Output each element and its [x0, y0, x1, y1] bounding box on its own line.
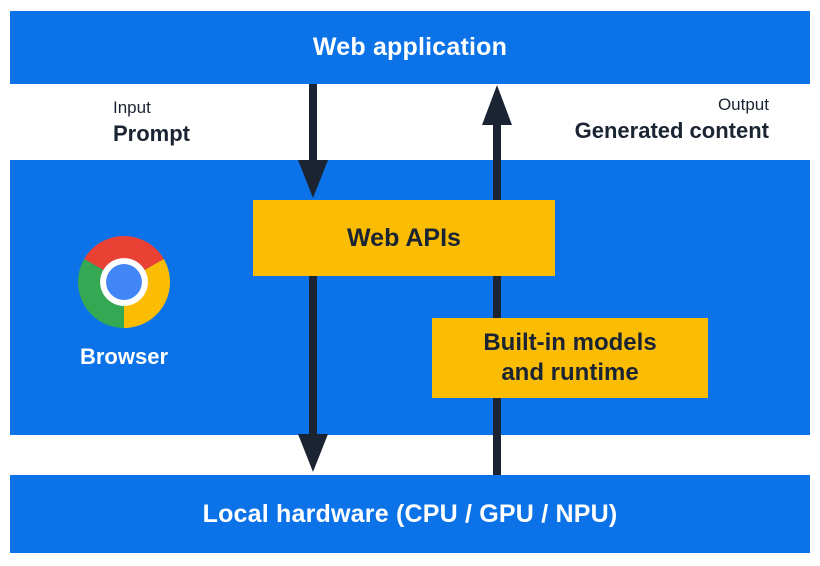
down-arrow-line-top [309, 84, 317, 164]
builtin-models-label-line2: and runtime [501, 359, 639, 386]
input-value: Prompt [113, 121, 190, 146]
local-hardware-label: Local hardware (CPU / GPU / NPU) [202, 499, 618, 528]
output-label-block: Output Generated content [575, 93, 769, 145]
up-arrowhead-to-web-application [482, 85, 512, 125]
builtin-models-box: Built-in models and runtime [432, 318, 708, 398]
input-title: Input [113, 98, 151, 117]
web-application-bar: Web application [10, 11, 810, 84]
down-arrow-line-bottom [309, 276, 317, 440]
down-arrowhead-to-hardware [298, 434, 328, 472]
output-value: Generated content [574, 118, 769, 143]
web-application-label: Web application [312, 33, 508, 61]
web-apis-label: Web APIs [347, 223, 461, 252]
browser-label: Browser [79, 344, 169, 369]
output-title: Output [717, 95, 769, 114]
chrome-icon [78, 236, 170, 328]
builtin-models-label-line1: Built-in models [483, 329, 657, 356]
input-label-block: Input Prompt [113, 96, 190, 148]
up-arrow-line [493, 122, 501, 475]
local-hardware-bar: Local hardware (CPU / GPU / NPU) [10, 475, 810, 553]
browser-block: Browser [64, 236, 184, 370]
down-arrowhead-to-web-apis [298, 160, 328, 198]
web-apis-box: Web APIs [253, 200, 555, 276]
